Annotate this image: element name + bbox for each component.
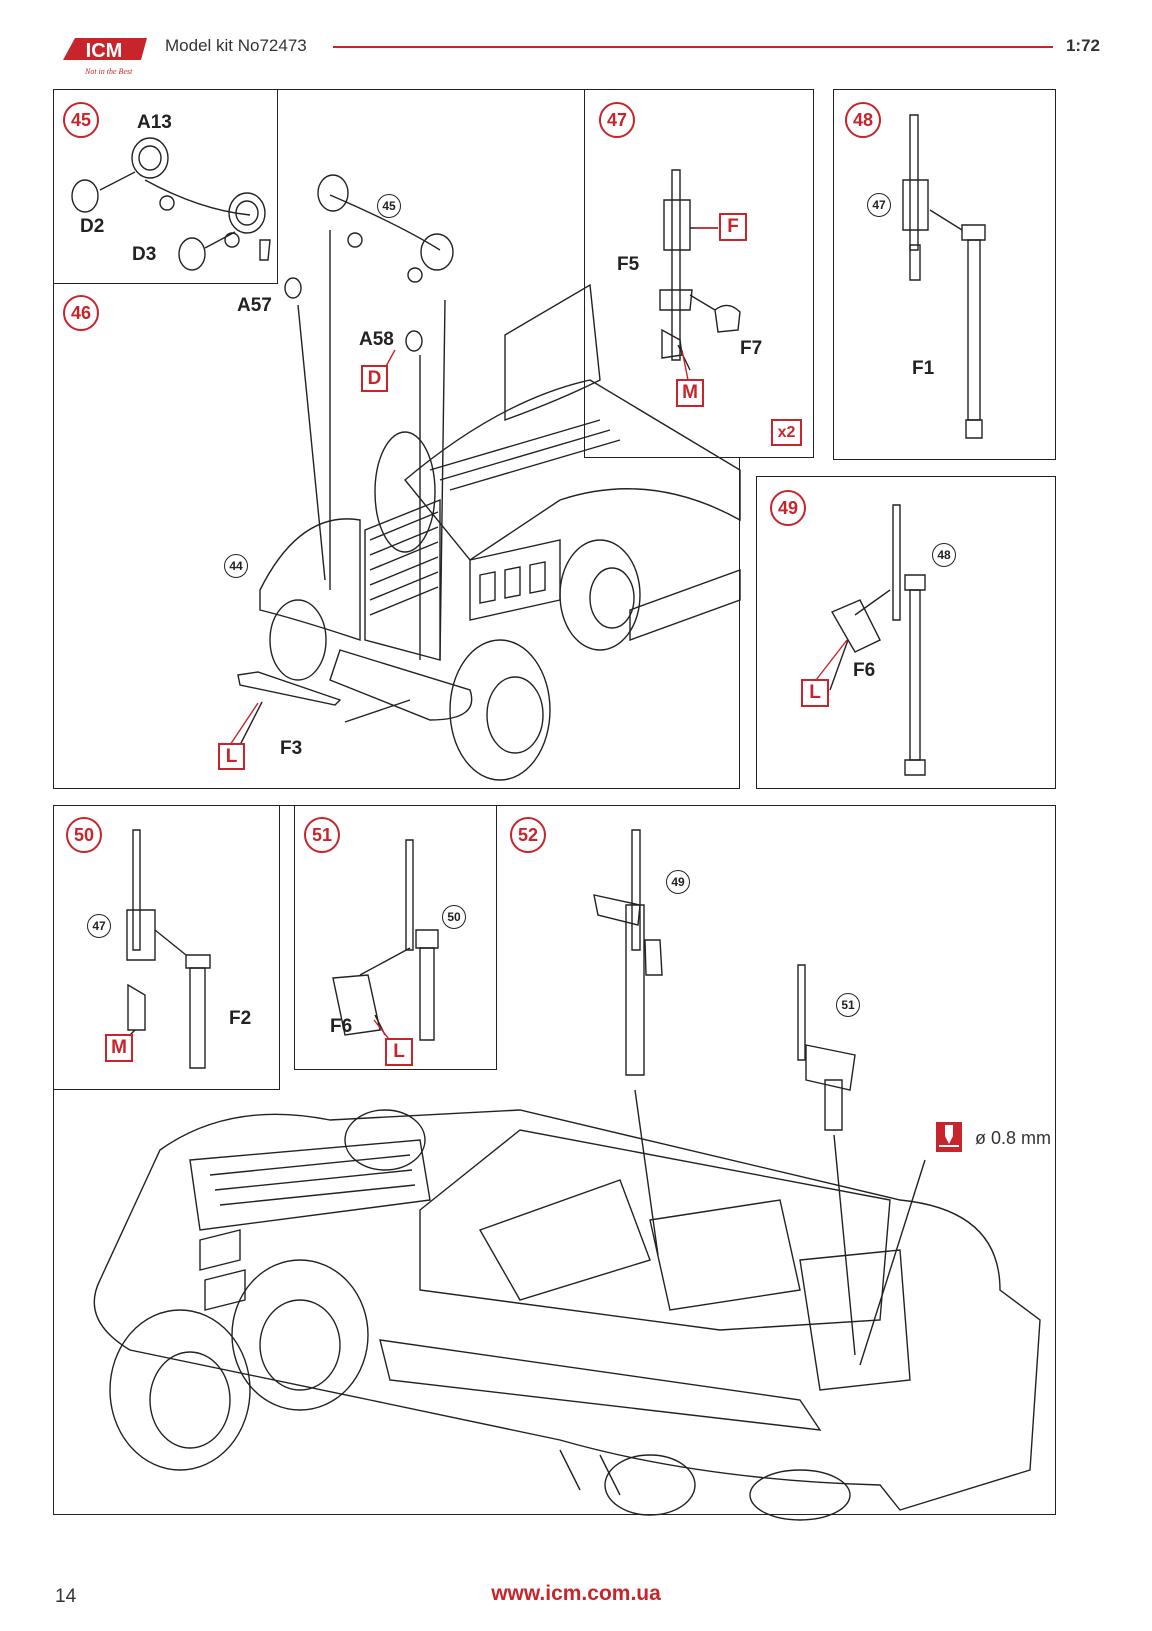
logo-text: ICM bbox=[86, 40, 123, 62]
headlight-bar-drawing bbox=[71, 137, 271, 271]
step-number-49: 49 bbox=[770, 490, 806, 526]
step-number-46: 46 bbox=[63, 295, 99, 331]
drill-icon bbox=[936, 1122, 962, 1152]
part-label-f1: F1 bbox=[912, 358, 935, 379]
drill-size-label: ø 0.8 mm bbox=[975, 1128, 1052, 1148]
quantity-x2: x2 bbox=[771, 419, 802, 446]
step-number-47: 47 bbox=[599, 102, 635, 138]
color-code-d: D bbox=[361, 365, 388, 392]
ref-step-44: 44 bbox=[224, 554, 248, 578]
ref-step-48: 48 bbox=[932, 543, 956, 567]
color-code-f: F bbox=[719, 213, 747, 241]
icm-logo: ICM Not in the Best bbox=[55, 30, 153, 80]
step-number-45: 45 bbox=[63, 102, 99, 138]
part-label-a57: A57 bbox=[237, 295, 272, 316]
part-label-a58: A58 bbox=[359, 329, 394, 350]
mg-step49-drawing bbox=[829, 504, 926, 776]
ref-step-49: 49 bbox=[666, 870, 690, 894]
panel-step-49 bbox=[756, 476, 1056, 789]
step-number-48: 48 bbox=[845, 102, 881, 138]
step-number-51: 51 bbox=[304, 817, 340, 853]
part-label-f5: F5 bbox=[617, 254, 640, 275]
scale-label: 1:72 bbox=[1065, 36, 1100, 55]
mg-step48-drawing bbox=[902, 114, 986, 439]
step-number-52: 52 bbox=[510, 817, 546, 853]
part-label-f2: F2 bbox=[229, 1008, 252, 1029]
color-code-l: L bbox=[218, 743, 245, 770]
part-label-a13: A13 bbox=[137, 112, 172, 133]
part-label-f3: F3 bbox=[280, 738, 303, 759]
panel-step-48 bbox=[833, 89, 1056, 460]
part-label-f6: F6 bbox=[853, 660, 876, 681]
part-label-f7: F7 bbox=[740, 338, 763, 359]
ref-step-51: 51 bbox=[836, 993, 860, 1017]
color-code-l-c: L bbox=[385, 1038, 413, 1066]
ref-step-50: 50 bbox=[442, 905, 466, 929]
mg-step51-drawing bbox=[332, 839, 439, 1041]
header-rule bbox=[333, 46, 1053, 48]
color-code-m: M bbox=[676, 379, 704, 407]
part-label-d2: D2 bbox=[80, 216, 105, 237]
panel-step-50 bbox=[53, 805, 280, 1090]
car-top-drawing bbox=[93, 1109, 1041, 1521]
mg-step50-drawing bbox=[124, 829, 211, 1069]
mg-step47-drawing bbox=[659, 169, 741, 371]
logo-tagline: Not in the Best bbox=[84, 67, 133, 76]
ref-step-47-b: 47 bbox=[87, 914, 111, 938]
ref-step-45: 45 bbox=[377, 194, 401, 218]
part-label-f6-b: F6 bbox=[330, 1016, 353, 1037]
step-number-50: 50 bbox=[66, 817, 102, 853]
footer-url[interactable]: www.icm.com.ua bbox=[491, 1582, 661, 1605]
color-code-l-b: L bbox=[801, 679, 829, 707]
color-code-m-b: M bbox=[105, 1034, 133, 1062]
page-number: 14 bbox=[55, 1586, 77, 1607]
part-label-d3: D3 bbox=[132, 244, 157, 265]
kit-number: Model kit No72473 bbox=[165, 36, 307, 55]
car-front-drawing bbox=[237, 174, 741, 781]
ref-step-47: 47 bbox=[867, 193, 891, 217]
mg-step52-drawing bbox=[593, 829, 926, 1366]
